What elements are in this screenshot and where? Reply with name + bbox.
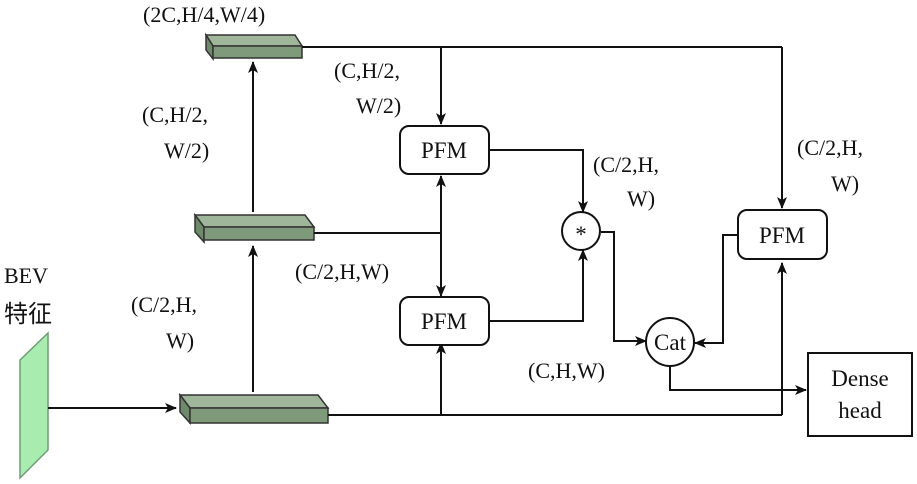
multiply-symbol: *: [575, 222, 587, 247]
dim-mul-out-line2: W): [627, 186, 655, 211]
bev-input: BEV 特征: [4, 263, 52, 480]
feature-block-bottom: [178, 392, 330, 425]
concat-node: Cat: [645, 317, 695, 367]
dim-right-pfm-line1: (C/2,H,: [797, 135, 863, 160]
dim-top-block: (2C,H/4,W/4): [143, 2, 265, 27]
pfm-bottom-box: PFM: [399, 296, 490, 346]
dim-upper-arrow-line1: (C,H/2,: [142, 102, 208, 127]
dim-upper-arrow-line2: W/2): [164, 138, 209, 163]
feature-block-middle: [193, 212, 316, 244]
dim-middle-feed: (C/2,H,W): [295, 259, 389, 284]
pfm-right-box: PFM: [737, 209, 828, 260]
dim-top-feed-line1: (C,H/2,: [334, 58, 400, 83]
connections: [48, 46, 807, 416]
dim-lower-arrow-line2: W): [166, 328, 194, 353]
dim-mul-out-line1: (C/2,H,: [593, 152, 659, 177]
dense-head-line1: Dense: [831, 366, 888, 391]
dense-head-box: Dense head: [807, 352, 913, 437]
concat-label: Cat: [654, 330, 687, 355]
dim-top-feed-line2: W/2): [356, 93, 401, 118]
pfm-bottom-label: PFM: [421, 309, 467, 334]
bev-label-line2: 特征: [4, 300, 52, 328]
pfm-top-label: PFM: [421, 138, 467, 163]
dense-head-line2: head: [838, 398, 882, 423]
dim-cat-out: (C,H,W): [528, 358, 605, 383]
feature-block-top: [204, 32, 304, 62]
bev-label-line1: BEV: [4, 263, 48, 288]
dim-lower-arrow-line1: (C/2,H,: [131, 292, 197, 317]
pfm-right-label: PFM: [759, 223, 805, 248]
multiply-node: *: [561, 211, 601, 251]
pfm-top-box: PFM: [399, 125, 490, 175]
bev-feature-plane: [19, 331, 49, 480]
dim-right-pfm-line2: W): [831, 171, 859, 196]
